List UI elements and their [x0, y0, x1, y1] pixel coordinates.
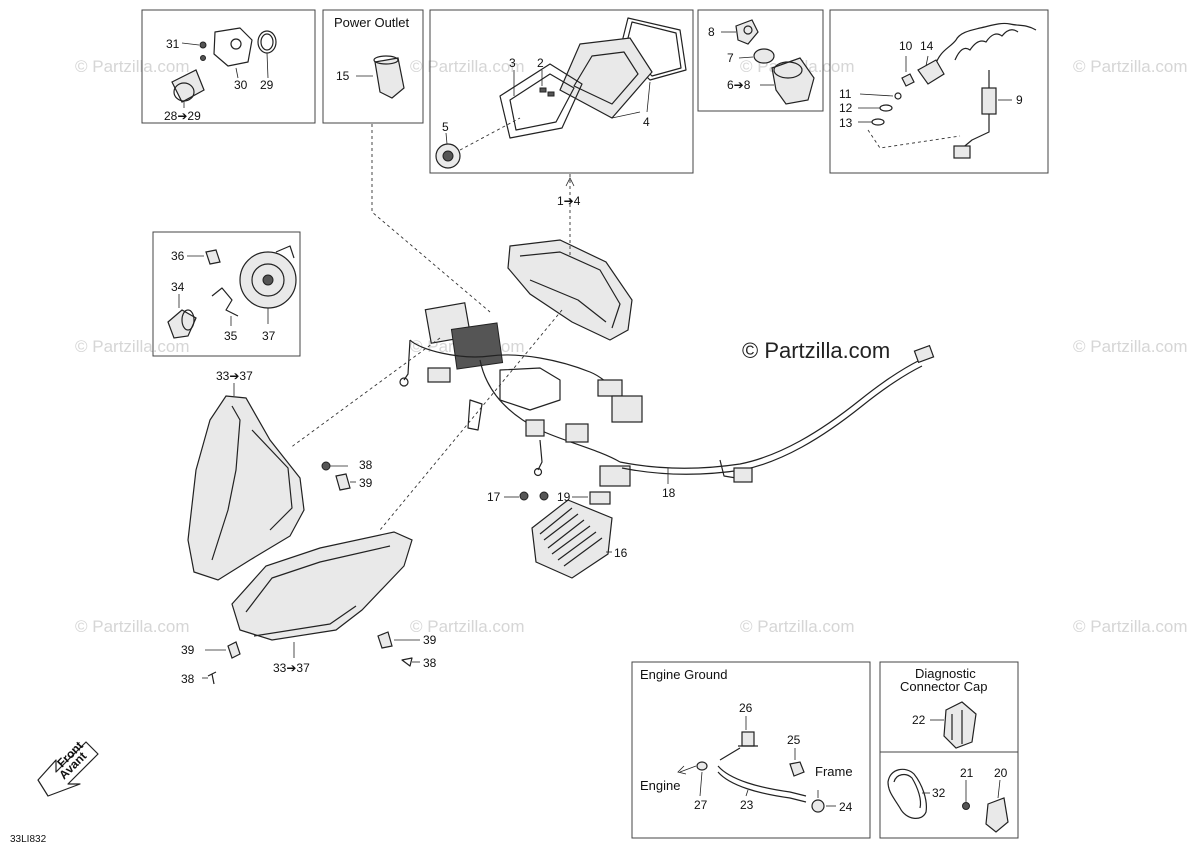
callout-14: 14	[920, 39, 934, 53]
frame-label: Frame	[815, 764, 853, 779]
box-sensor: 10 14 11 12 13 9	[829, 9, 1049, 174]
callout-15: 15	[336, 69, 350, 83]
watermark-text: © Partzilla.com	[75, 57, 190, 76]
wiring-harness-assembly: 18	[399, 239, 935, 500]
callout-25: 25	[787, 733, 801, 747]
box-instrument-cluster: 3 2 5 4	[429, 9, 694, 174]
box-bulb-socket: 31 30 29 28➔29	[141, 9, 316, 124]
callout-1-4: 1➔4	[557, 194, 581, 208]
callout-7: 7	[727, 51, 734, 65]
callout-26: 26	[739, 701, 753, 715]
box-ignition-switch: 8 7 6➔8	[697, 9, 824, 112]
callout-10: 10	[899, 39, 913, 53]
callout-29: 29	[260, 78, 274, 92]
callout-20: 20	[994, 766, 1008, 780]
callout-16: 16	[614, 546, 628, 560]
watermark-layer: © Partzilla.com © Partzilla.com © Partzi…	[75, 57, 1188, 636]
callout-19: 19	[557, 490, 571, 504]
leader-lines: 1➔4	[289, 124, 581, 531]
watermark-text: © Partzilla.com	[410, 57, 525, 76]
headlamp-assembly: 38 39 39 38 39 38 33➔37	[181, 395, 437, 686]
callout-39-left: 39	[181, 643, 195, 657]
callout-23: 23	[740, 798, 754, 812]
callout-27: 27	[694, 798, 708, 812]
callout-11: 11	[839, 87, 852, 101]
watermark-text: © Partzilla.com	[75, 617, 190, 636]
callout-28-29: 28➔29	[164, 109, 201, 123]
watermark-text: © Partzilla.com	[75, 337, 190, 356]
callout-12: 12	[839, 101, 853, 115]
callout-38-upper: 38	[359, 458, 373, 472]
callout-39-right: 39	[423, 633, 437, 647]
callout-33-37-bottom: 33➔37	[273, 661, 310, 675]
callout-35: 35	[224, 329, 238, 343]
callout-4: 4	[643, 115, 650, 129]
callout-31: 31	[166, 37, 180, 51]
voltage-regulator: 17 19 16	[487, 490, 628, 579]
callout-13: 13	[839, 116, 853, 130]
box-engine-ground: Engine Ground 26 25 Engine Frame 27 23 2…	[631, 661, 871, 839]
front-arrow-icon: Front Avant	[37, 739, 99, 797]
watermark-text: © Partzilla.com	[1073, 617, 1188, 636]
box-diagnostic-connector: Diagnostic Connector Cap 22 32 21 20	[879, 661, 1019, 839]
callout-3: 3	[509, 56, 516, 70]
callout-22: 22	[912, 713, 926, 727]
watermark-text: © Partzilla.com	[740, 617, 855, 636]
callout-8: 8	[708, 25, 715, 39]
diagnostic-title-line1: Diagnostic	[915, 666, 976, 681]
callout-34: 34	[171, 280, 185, 294]
callout-5: 5	[442, 120, 449, 134]
watermark-text: © Partzilla.com	[1073, 57, 1188, 76]
watermark-text: © Partzilla.com	[1073, 337, 1188, 356]
callout-17: 17	[487, 490, 501, 504]
watermark-text: © Partzilla.com	[410, 617, 525, 636]
callout-2: 2	[537, 56, 544, 70]
callout-9: 9	[1016, 93, 1023, 107]
callout-38-right: 38	[423, 656, 437, 670]
callout-18: 18	[662, 486, 676, 500]
callout-38-left: 38	[181, 672, 195, 686]
callout-37: 37	[262, 329, 276, 343]
diagram-code: 33LI832	[10, 834, 47, 845]
diagnostic-title-line2: Connector Cap	[900, 679, 987, 694]
callout-36: 36	[171, 249, 185, 263]
box-headlamp-bulb: 36 34 35 37	[152, 231, 301, 357]
callout-33-37-top: 33➔37	[216, 369, 253, 383]
callout-39-upper: 39	[359, 476, 373, 490]
callout-6-8: 6➔8	[727, 78, 751, 92]
box-power-outlet: Power Outlet 15	[322, 9, 424, 124]
engine-label: Engine	[640, 778, 680, 793]
engine-ground-title: Engine Ground	[640, 667, 727, 682]
callout-21: 21	[960, 766, 974, 780]
callout-32: 32	[932, 786, 946, 800]
power-outlet-title: Power Outlet	[334, 15, 410, 30]
callout-24: 24	[839, 800, 853, 814]
callout-30: 30	[234, 78, 248, 92]
main-watermark: © Partzilla.com	[742, 338, 890, 363]
